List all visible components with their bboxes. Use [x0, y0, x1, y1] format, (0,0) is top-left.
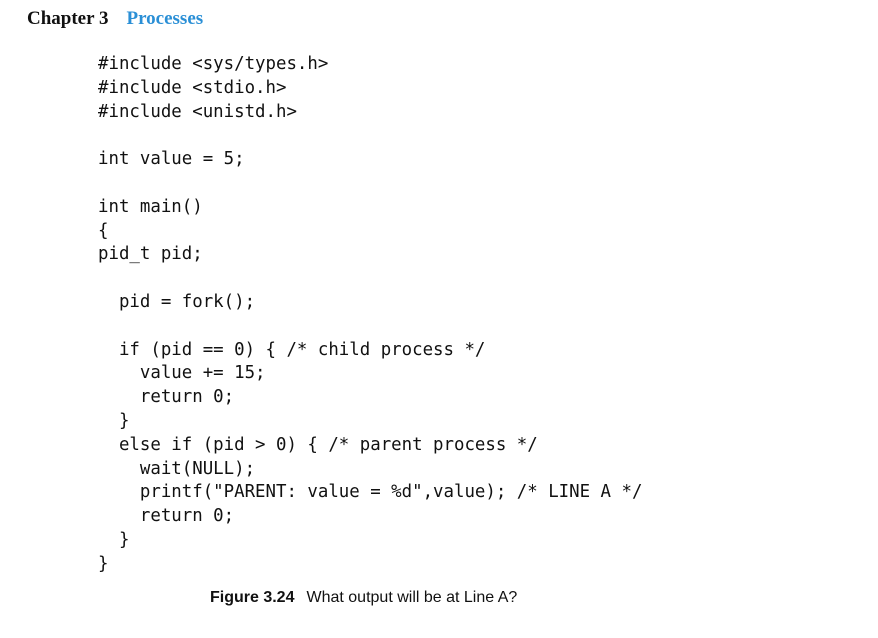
code-line: wait(NULL);: [98, 458, 256, 479]
code-line: pid = fork();: [98, 291, 256, 312]
chapter-title: Processes: [126, 8, 204, 29]
code-line: [98, 267, 642, 291]
figure-label: Figure 3.24: [210, 589, 295, 606]
figure-caption: Figure 3.24 What output will be at Line A…: [210, 588, 517, 608]
code-line: return 0;: [98, 387, 235, 408]
code-line: #include <stdio.h>: [98, 77, 287, 98]
running-head: Chapter 3 Processes: [27, 7, 203, 31]
code-listing: #include <sys/types.h> #include <stdio.h>…: [98, 53, 642, 577]
code-line: }: [98, 410, 130, 431]
code-line: return 0;: [98, 506, 235, 527]
code-line: }: [98, 529, 130, 550]
code-line: {: [98, 220, 109, 241]
code-line: #include <sys/types.h>: [98, 54, 329, 74]
code-line: printf("PARENT: value = %d",value); /* L…: [98, 482, 643, 503]
code-line: }: [98, 553, 109, 574]
code-line: int value = 5;: [98, 149, 245, 170]
code-line: #include <unistd.h>: [98, 101, 297, 122]
chapter-label: Chapter 3: [27, 8, 109, 29]
code-line: int main(): [98, 196, 203, 217]
code-line: [98, 124, 642, 148]
code-line: if (pid == 0) { /* child process */: [98, 339, 486, 360]
code-line: pid_t pid;: [98, 244, 203, 265]
figure-caption-text: What output will be at Line A?: [306, 589, 518, 606]
code-line: [98, 315, 642, 339]
code-line: else if (pid > 0) { /* parent process */: [98, 434, 538, 455]
code-line: [98, 172, 642, 196]
code-line: value += 15;: [98, 363, 266, 384]
